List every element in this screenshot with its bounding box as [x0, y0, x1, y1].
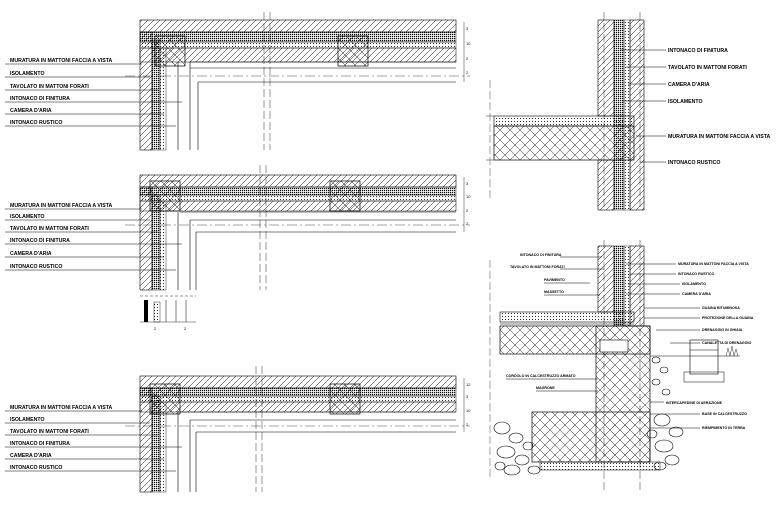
- label-5-canaletta: CANALETTA DI DRENAGGIO: [702, 341, 752, 345]
- label-5-camera: CAMERA D'ARIA: [682, 292, 711, 296]
- label-5-muratura: MURATURA IN MATTONI FACCIA A VISTA: [678, 262, 749, 266]
- label-3-tavolato: TAVOLATO IN MATTONI FORATI: [10, 429, 89, 435]
- label-2-tavolato: TAVOLATO IN MATTONI FORATI: [10, 226, 89, 232]
- dim-2d: 2: [466, 221, 469, 226]
- label-5-rustico: INTONACO RUSTICO: [678, 272, 714, 276]
- label-5-drenaggio: DRENAGGIO IN GHIAIA: [702, 328, 743, 332]
- label-5-guaina: GUAINA BITUMINOSA: [702, 306, 740, 310]
- detail-4-wall-slab-section: INTONACO DI FINITURA TAVOLATO IN MATTONI…: [486, 12, 771, 211]
- detail-5-foundation-section: INTONACO DI FINITURA TAVOLATO IN MATTONI…: [489, 240, 754, 490]
- dim-2b: 10: [466, 194, 471, 199]
- label-2-intonaco-finitura: INTONACO DI FINITURA: [10, 238, 70, 244]
- dim-1c: 2: [466, 56, 469, 61]
- label-2-isolamento: ISOLAMENTO: [10, 214, 45, 220]
- dim-3a: 12: [466, 382, 471, 387]
- label-5-intonaco: INTONACO DI FINITURA: [520, 253, 562, 257]
- label-4-camera-aria: CAMERA D'ARIA: [668, 82, 710, 88]
- section-stub: 2 2: [140, 295, 196, 331]
- label-1-intonaco-finitura: INTONACO DI FINITURA: [10, 96, 70, 102]
- dim-2a: 3: [466, 181, 469, 186]
- label-2-muratura: MURATURA IN MATTONI FACCIA A VISTA: [10, 203, 113, 209]
- label-5-intercapedine: INTERCAPEDINE DI AERAZIONE: [666, 401, 723, 405]
- label-3-intonaco-finitura: INTONACO DI FINITURA: [10, 441, 70, 447]
- label-4-intonaco-rustico: INTONACO RUSTICO: [668, 160, 720, 166]
- label-1-intonaco-rustico: INTONACO RUSTICO: [10, 120, 62, 126]
- label-1-isolamento: ISOLAMENTO: [10, 71, 45, 77]
- label-3-isolamento: ISOLAMENTO: [10, 417, 45, 423]
- section-mark-a: 2: [154, 326, 157, 331]
- label-5-protezione: PROTEZIONE DELLA GUAINA: [702, 316, 754, 320]
- label-1-tavolato: TAVOLATO IN MATTONI FORATI: [10, 84, 89, 90]
- label-5-isolamento: ISOLAMENTO: [682, 282, 706, 286]
- label-2-camera-aria: CAMERA D'ARIA: [10, 251, 52, 257]
- label-4-intonaco-finitura: INTONACO DI FINITURA: [668, 48, 728, 54]
- dim-1d: 2: [466, 70, 469, 75]
- label-2-intonaco-rustico: INTONACO RUSTICO: [10, 264, 62, 270]
- detail-2-wall-corner: 3 10 2 2 MURATURA IN MATTONI FACCIA A VI…: [5, 165, 471, 331]
- dim-3b: 3: [466, 394, 469, 399]
- label-5-massetto: MASSETTO: [544, 290, 564, 294]
- label-5-pavimento: PAVIMENTO: [544, 278, 565, 282]
- label-5-tavolato: TAVOLATO IN MATTONI FORATI: [510, 265, 565, 269]
- label-5-cordolo: CORDOLO IN CALCESTRUZZO ARMATO: [506, 374, 576, 378]
- detail-1-wall-corner: 3 10 2 2 MURATURA IN MATTONI FACCIA A VI…: [5, 12, 471, 151]
- label-3-camera-aria: CAMERA D'ARIA: [10, 453, 52, 459]
- dim-1a: 3: [466, 26, 469, 31]
- label-4-isolamento: ISOLAMENTO: [668, 99, 703, 105]
- gravel-fill-icon: [493, 356, 684, 476]
- label-3-muratura: MURATURA IN MATTONI FACCIA A VISTA: [10, 405, 113, 411]
- label-1-muratura: MURATURA IN MATTONI FACCIA A VISTA: [10, 58, 113, 64]
- dim-2c: 2: [466, 208, 469, 213]
- dim-3c: 10: [466, 408, 471, 413]
- dim-3d: 2: [466, 422, 469, 427]
- label-5-base: BASE IN CALCESTRUZZO: [702, 412, 747, 416]
- label-5-magrone: MAGRONE: [536, 386, 555, 390]
- section-mark-b: 2: [184, 326, 187, 331]
- detail-3-wall-corner: 12 3 10 2 MURATURA IN MATTONI FACCIA A V…: [5, 366, 471, 493]
- label-3-intonaco-rustico: INTONACO RUSTICO: [10, 465, 62, 471]
- label-5-riempimento: RIEMPIMENTO IN TERRA: [702, 426, 746, 430]
- label-1-camera-aria: CAMERA D'ARIA: [10, 108, 52, 114]
- dim-1b: 10: [466, 41, 471, 46]
- label-4-muratura: MURATURA IN MATTONI FACCIA A VISTA: [668, 134, 771, 140]
- label-4-tavolato: TAVOLATO IN MATTONI FORATI: [668, 65, 747, 71]
